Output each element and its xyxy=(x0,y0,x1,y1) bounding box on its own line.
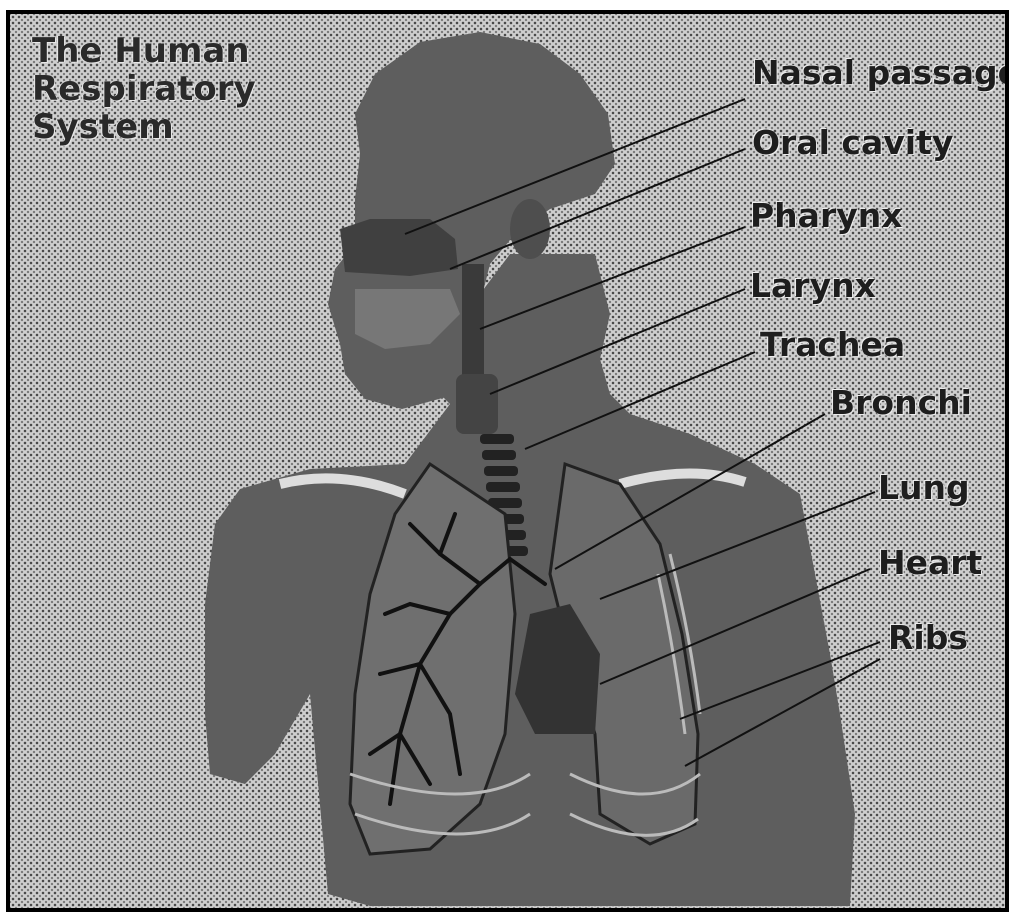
torso-silhouette xyxy=(205,254,855,906)
diagram-frame: The Human Respiratory System Nasal passa… xyxy=(6,10,1009,912)
label-oral-cavity: Oral cavity xyxy=(752,124,953,162)
label-pharynx: Pharynx xyxy=(750,197,903,235)
ear-shape xyxy=(510,199,550,259)
label-heart: Heart xyxy=(878,544,982,582)
label-lung: Lung xyxy=(878,469,970,507)
title-line-3: System xyxy=(32,108,256,146)
larynx-block xyxy=(456,374,498,434)
label-larynx: Larynx xyxy=(750,267,876,305)
title-line-2: Respiratory xyxy=(32,70,256,108)
pharynx-tube xyxy=(462,264,484,384)
label-trachea: Trachea xyxy=(760,326,905,364)
label-bronchi: Bronchi xyxy=(830,384,972,422)
label-ribs: Ribs xyxy=(888,619,968,657)
label-nasal-passage: Nasal passage xyxy=(752,54,1009,92)
nasal-cavity xyxy=(340,219,458,276)
diagram-title: The Human Respiratory System xyxy=(32,32,256,146)
title-line-1: The Human xyxy=(32,32,256,70)
